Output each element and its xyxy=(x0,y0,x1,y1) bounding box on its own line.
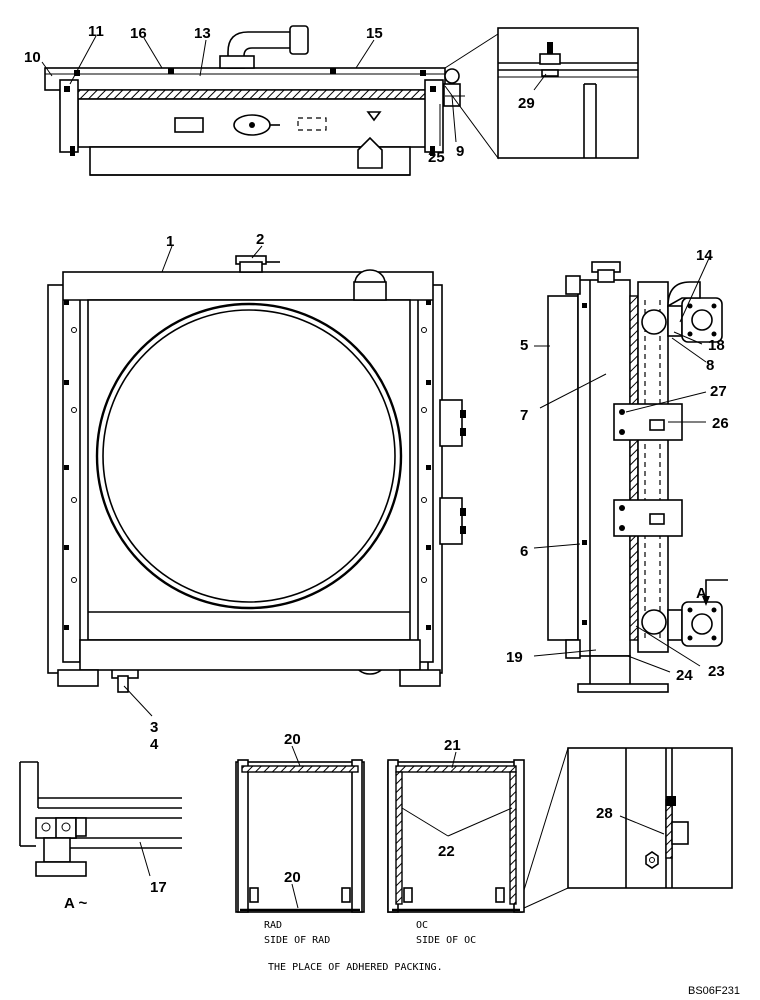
detail-inset-29 xyxy=(444,27,639,160)
callout-20-bottom: 20 xyxy=(284,869,301,886)
callout-4: 4 xyxy=(150,736,159,753)
callout-23: 23 xyxy=(708,663,725,680)
callout-labels: 10 11 16 13 15 25 9 29 1 2 3 4 14 5 18 8… xyxy=(24,23,729,912)
callout-27: 27 xyxy=(710,383,727,400)
callout-16: 16 xyxy=(130,25,147,42)
callout-20-top: 20 xyxy=(284,731,301,748)
rad-caption-line1: RAD xyxy=(264,920,282,931)
callout-5: 5 xyxy=(520,337,528,354)
callout-28: 28 xyxy=(596,805,613,822)
callout-10: 10 xyxy=(24,49,41,66)
rad-packing-view xyxy=(235,759,365,913)
oc-caption-line2: SIDE OF OC xyxy=(416,935,476,946)
view-a-title: A ~ xyxy=(64,895,87,912)
callout-11: 11 xyxy=(88,23,104,40)
oc-caption-line1: OC xyxy=(416,920,428,931)
callout-7: 7 xyxy=(520,407,528,424)
callout-13: 13 xyxy=(194,25,211,42)
captions: RAD SIDE OF RAD OC SIDE OF OC THE PLACE … xyxy=(264,920,740,997)
callout-29: 29 xyxy=(518,95,535,112)
callout-21: 21 xyxy=(444,737,461,754)
callout-24: 24 xyxy=(676,667,693,684)
callout-2: 2 xyxy=(256,231,264,248)
callout-25: 25 xyxy=(428,149,445,166)
callout-3: 3 xyxy=(150,719,158,736)
callout-19: 19 xyxy=(506,649,523,666)
callout-26: 26 xyxy=(712,415,729,432)
rad-caption-line2: SIDE OF RAD xyxy=(264,935,330,946)
view-a-arrow-label: A xyxy=(696,585,707,602)
leader-lines xyxy=(41,35,711,909)
callout-6: 6 xyxy=(520,543,528,560)
callout-8: 8 xyxy=(706,357,714,374)
callout-1: 1 xyxy=(166,233,174,250)
callout-17: 17 xyxy=(150,879,167,896)
drawing-code: BS06F231 xyxy=(688,985,740,997)
callout-18: 18 xyxy=(708,337,725,354)
detail-inset-28 xyxy=(523,747,733,909)
callout-9: 9 xyxy=(456,143,464,160)
callout-22: 22 xyxy=(438,843,455,860)
top-view xyxy=(44,25,465,176)
view-a-detail xyxy=(19,761,182,877)
front-view xyxy=(47,255,466,693)
oc-packing-view xyxy=(387,759,525,913)
callout-15: 15 xyxy=(366,25,383,42)
packing-note: THE PLACE OF ADHERED PACKING. xyxy=(268,962,443,973)
callout-14: 14 xyxy=(696,247,713,264)
